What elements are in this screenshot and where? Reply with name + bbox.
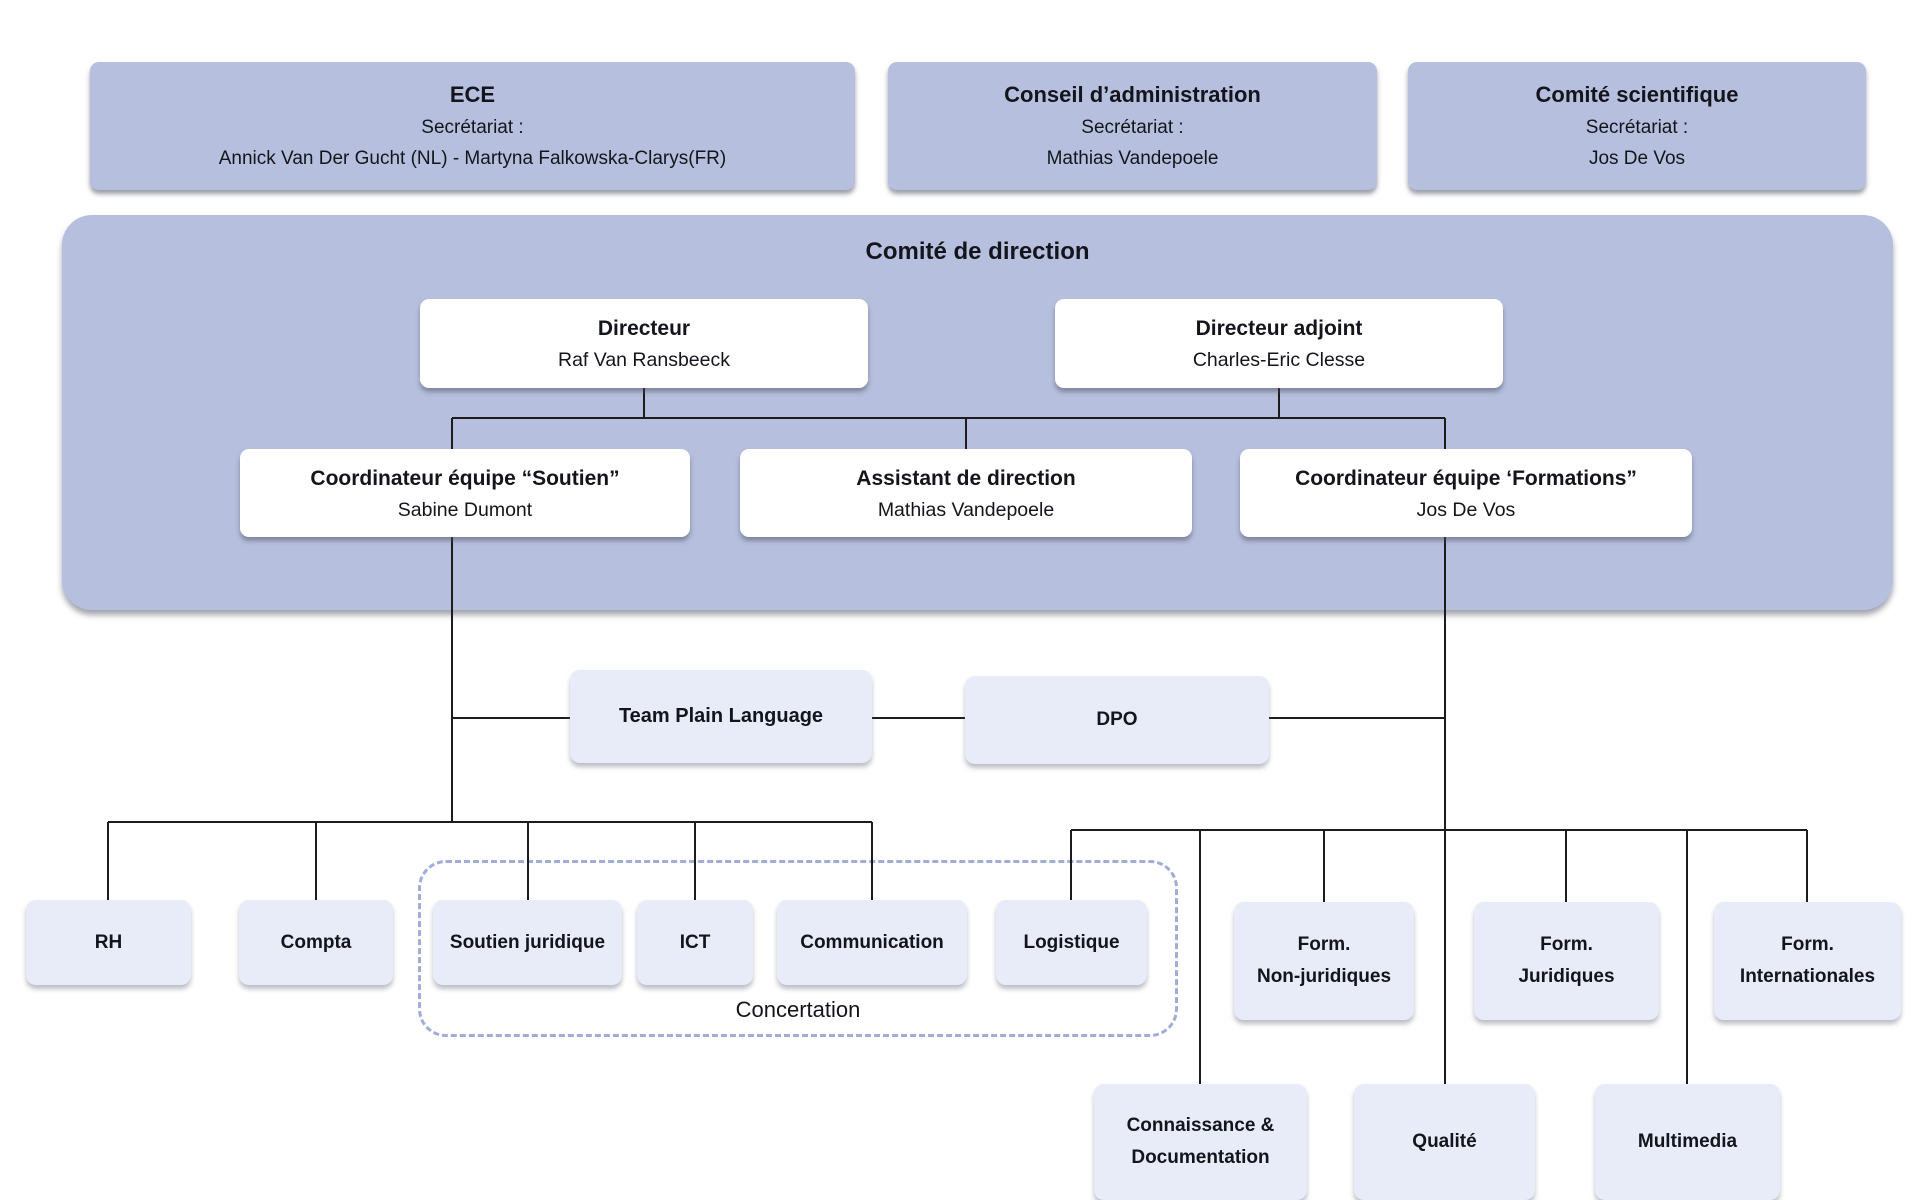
box-dpo: DPO [965, 676, 1269, 764]
committee-title: Comité de direction [865, 238, 1090, 265]
unit-label: DPO [1096, 709, 1138, 730]
role-label: Coordinateur équipe “Soutien” [310, 466, 620, 490]
box-title: Conseil d’administration [1004, 82, 1261, 107]
role-label: Directeur [597, 317, 691, 340]
unit-label: Soutien juridique [449, 931, 606, 953]
committee-container [62, 215, 1893, 610]
box-ece: ECE Secrétariat : Annick Van Der Gucht (… [90, 62, 855, 190]
box-names: Annick Van Der Gucht (NL) - Martyna Falk… [218, 148, 727, 169]
unit-label: RH [94, 931, 123, 953]
concertation-label: Concertation [735, 997, 861, 1022]
unit-label-line2: Documentation [1131, 1147, 1270, 1168]
box-subtitle: Secrétariat : [421, 117, 524, 138]
box-qualite: Qualité [1354, 1084, 1535, 1200]
role-label: Assistant de direction [856, 466, 1076, 490]
unit-label-line2: Juridiques [1518, 966, 1615, 987]
box-ict: ICT [637, 900, 753, 985]
box-team-plain-language: Team Plain Language [570, 670, 872, 763]
box-logistique: Logistique [996, 900, 1147, 985]
box-directeur: Directeur Raf Van Ransbeeck [420, 299, 868, 388]
box-names: Mathias Vandepoele [1046, 148, 1219, 169]
unit-label: ICT [679, 931, 711, 953]
unit-label-line1: Form. [1297, 934, 1351, 955]
person-name: Jos De Vos [1416, 498, 1516, 521]
box-directeur-adjoint: Directeur adjoint Charles-Eric Clesse [1055, 299, 1503, 388]
concertation-group [418, 860, 1178, 1037]
unit-label-line2: Internationales [1739, 966, 1876, 987]
box-compta: Compta [239, 900, 393, 985]
box-communication: Communication [777, 900, 967, 985]
unit-label-line1: Form. [1781, 934, 1834, 955]
unit-label-line1: Connaissance & [1126, 1115, 1275, 1136]
person-name: Mathias Vandepoele [877, 498, 1055, 521]
role-label: Directeur adjoint [1195, 317, 1363, 340]
box-form-juridiques: Form. Juridiques [1474, 902, 1659, 1020]
unit-label: Multimedia [1637, 1131, 1738, 1152]
box-coordinateur-formations: Coordinateur équipe ‘Formations” Jos De … [1240, 449, 1692, 537]
box-comite-scientifique: Comité scientifique Secrétariat : Jos De… [1408, 62, 1866, 190]
person-name: Raf Van Ransbeeck [558, 349, 730, 371]
box-subtitle: Secrétariat : [1081, 117, 1184, 138]
person-name: Sabine Dumont [397, 498, 533, 521]
box-title: Comité scientifique [1535, 82, 1739, 107]
box-subtitle: Secrétariat : [1585, 117, 1689, 138]
box-multimedia: Multimedia [1595, 1084, 1780, 1200]
box-names: Jos De Vos [1588, 148, 1686, 169]
unit-label-line1: Form. [1540, 934, 1593, 955]
role-label: Coordinateur équipe ‘Formations” [1295, 466, 1637, 490]
box-assistant-direction: Assistant de direction Mathias Vandepoel… [740, 449, 1192, 537]
unit-label: Communication [800, 931, 944, 953]
box-form-non-juridiques: Form. Non-juridiques [1234, 902, 1414, 1020]
box-connaissance-documentation: Connaissance & Documentation [1094, 1084, 1307, 1200]
box-coordinateur-soutien: Coordinateur équipe “Soutien” Sabine Dum… [240, 449, 690, 537]
unit-label: Qualité [1412, 1131, 1477, 1152]
box-title: ECE [449, 82, 496, 107]
unit-label: Compta [280, 931, 352, 953]
box-rh: RH [26, 900, 191, 985]
unit-label: Logistique [1023, 931, 1120, 953]
person-name: Charles-Eric Clesse [1192, 349, 1366, 371]
box-soutien-juridique: Soutien juridique [433, 900, 622, 985]
box-form-internationales: Form. Internationales [1714, 902, 1901, 1020]
box-conseil-administration: Conseil d’administration Secrétariat : M… [888, 62, 1377, 190]
unit-label-line2: Non-juridiques [1256, 966, 1392, 987]
unit-label: Team Plain Language [618, 705, 824, 727]
